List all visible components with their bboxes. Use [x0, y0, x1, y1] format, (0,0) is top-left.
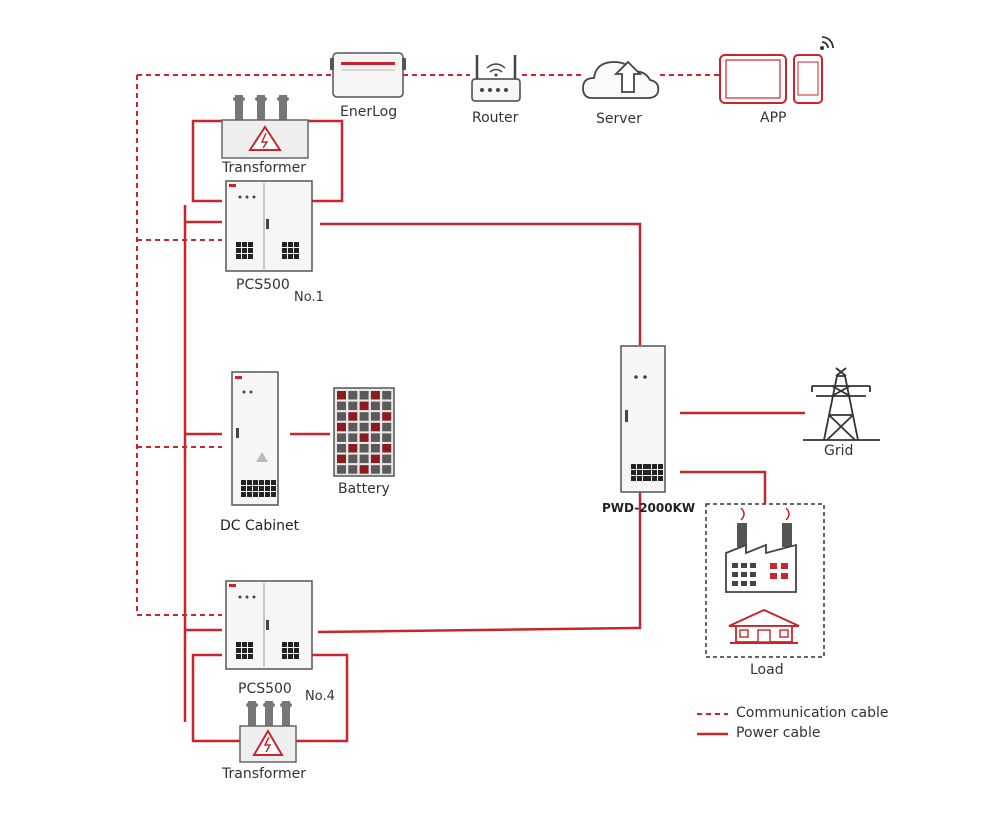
battery-cell — [337, 391, 346, 400]
battery-cell — [382, 444, 392, 453]
pcs-top-number: No.1 — [294, 290, 324, 305]
phone-icon — [793, 54, 823, 104]
battery-cell — [348, 465, 358, 474]
tablet-icon — [719, 54, 787, 104]
battery-cell — [348, 433, 358, 442]
battery-cell — [337, 465, 346, 474]
dc-cabinet-icon — [231, 371, 279, 506]
router-label: Router — [472, 110, 519, 126]
battery-cell — [348, 412, 358, 421]
battery-cell — [370, 433, 380, 442]
battery-cell — [337, 444, 346, 453]
legend-communication-label: Communication cable — [736, 705, 889, 721]
battery-cell — [337, 433, 346, 442]
transformer-bottom-label: Transformer — [222, 766, 307, 782]
house-icon — [728, 608, 800, 644]
cloud-icon — [582, 60, 660, 99]
battery-cell — [337, 401, 346, 411]
battery-rack-icon — [333, 387, 395, 477]
communication-cables — [136, 74, 728, 715]
battery-cell — [359, 465, 369, 474]
power-pwd-load — [680, 470, 767, 504]
battery-cell — [382, 454, 392, 464]
battery-cell — [348, 444, 358, 453]
battery-cell — [359, 401, 369, 411]
battery-cell — [348, 401, 358, 411]
power-transformer-bottom-left — [191, 653, 240, 743]
battery-cell — [382, 391, 392, 400]
transformer-top-label: Transformer — [222, 160, 307, 176]
power-pcs-bottom-pwd — [317, 490, 642, 634]
factory-icon — [725, 507, 797, 593]
battery-cell — [370, 391, 380, 400]
grid-label: Grid — [824, 443, 854, 459]
power-transformer-bottom-right — [296, 653, 349, 743]
battery-cell — [359, 444, 369, 453]
battery-cell — [370, 422, 380, 432]
power-pcs-top-pwd — [320, 222, 642, 345]
battery-cell — [359, 433, 369, 442]
battery-cell — [382, 433, 392, 442]
battery-cell — [359, 422, 369, 432]
pcs500-top-icon — [225, 180, 313, 272]
pcs-bottom-number: No.4 — [305, 689, 335, 704]
transformer-bottom-icon — [239, 701, 297, 763]
enerlog-icon — [330, 52, 406, 98]
dc-cabinet-label: DC Cabinet — [220, 518, 300, 534]
battery-cell — [382, 412, 392, 421]
battery-cell — [337, 454, 346, 464]
battery-cell — [337, 412, 346, 421]
pwd-label: PWD-2000KW — [602, 501, 696, 515]
pcs-top-label: PCS500 — [236, 277, 290, 293]
transformer-top-icon — [221, 95, 309, 159]
enerlog-label: EnerLog — [340, 104, 398, 120]
battery-cell — [382, 422, 392, 432]
transmission-tower-icon — [803, 367, 880, 441]
power-transformer-top-left — [191, 119, 222, 203]
battery-cell — [359, 412, 369, 421]
battery-cell — [382, 401, 392, 411]
battery-cell — [337, 422, 346, 432]
app-label: APP — [760, 110, 787, 126]
legend-power-label: Power cable — [736, 725, 821, 741]
battery-cell — [370, 444, 380, 453]
battery-cell — [370, 412, 380, 421]
power-transformer-top-right — [308, 119, 344, 203]
load-label: Load — [750, 662, 784, 678]
battery-cell — [370, 454, 380, 464]
pwd-cabinet-icon — [620, 345, 666, 493]
pcs500-bottom-icon — [225, 580, 313, 670]
pcs-bottom-label: PCS500 — [238, 681, 292, 697]
battery-label: Battery — [338, 481, 390, 497]
wifi-icon — [820, 36, 834, 50]
battery-cell — [348, 391, 358, 400]
battery-cell — [348, 454, 358, 464]
server-label: Server — [596, 111, 642, 127]
router-icon — [471, 55, 521, 102]
battery-cell — [359, 454, 369, 464]
battery-cell — [370, 401, 380, 411]
power-cables — [183, 119, 805, 743]
battery-cell — [348, 422, 358, 432]
battery-cell — [382, 465, 392, 474]
battery-cell — [370, 465, 380, 474]
battery-cell — [359, 391, 369, 400]
